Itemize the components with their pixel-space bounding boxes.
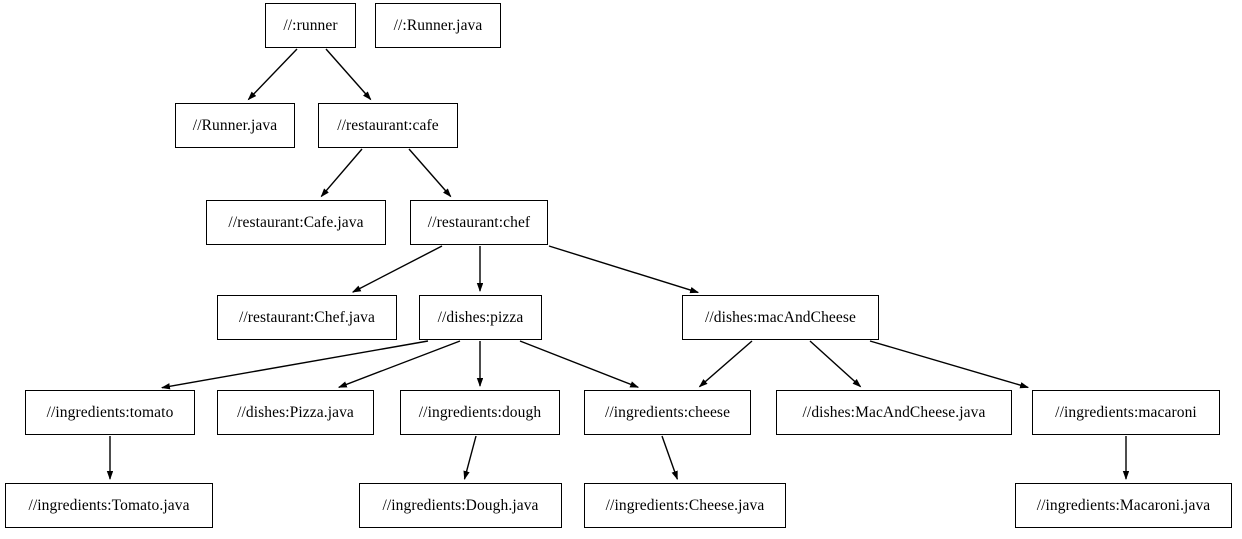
graph-node-label: //dishes:pizza: [437, 308, 524, 326]
graph-node-root_runner_java[interactable]: //:Runner.java: [375, 3, 501, 48]
graph-node-label: //ingredients:Cheese.java: [605, 496, 765, 514]
graph-node-label: //:runner: [283, 16, 338, 34]
graph-node-ingredients_dough_java[interactable]: //ingredients:Dough.java: [359, 483, 562, 528]
graph-node-label: //ingredients:Dough.java: [382, 496, 539, 514]
graph-node-restaurant_cafe_java[interactable]: //restaurant:Cafe.java: [206, 200, 386, 245]
graph-node-label: //ingredients:Tomato.java: [28, 496, 190, 514]
graph-node-label: //ingredients:dough: [418, 403, 542, 421]
graph-node-runner[interactable]: //:runner: [265, 3, 356, 48]
graph-node-ingredients_tomato[interactable]: //ingredients:tomato: [25, 390, 195, 435]
graph-node-label: //restaurant:Cafe.java: [228, 213, 364, 231]
graph-node-ingredients_cheese_java[interactable]: //ingredients:Cheese.java: [584, 483, 786, 528]
graph-node-label: //dishes:MacAndCheese.java: [802, 403, 986, 421]
graph-node-restaurant_chef[interactable]: //restaurant:chef: [410, 200, 548, 245]
graph-node-dishes_pizza[interactable]: //dishes:pizza: [419, 295, 542, 340]
graph-node-ingredients_cheese[interactable]: //ingredients:cheese: [584, 390, 751, 435]
graph-node-runner_java[interactable]: //Runner.java: [175, 103, 295, 148]
graph-node-restaurant_chef_java[interactable]: //restaurant:Chef.java: [217, 295, 397, 340]
graph-node-label: //dishes:Pizza.java: [237, 403, 354, 421]
graph-node-label: //:Runner.java: [393, 16, 483, 34]
graph-node-dishes_pizza_java[interactable]: //dishes:Pizza.java: [217, 390, 374, 435]
graph-node-label: //dishes:macAndCheese: [704, 308, 857, 326]
graph-node-dishes_macandcheese_java[interactable]: //dishes:MacAndCheese.java: [776, 390, 1012, 435]
graph-node-label: //ingredients:macaroni: [1055, 403, 1197, 421]
graph-node-ingredients_tomato_java[interactable]: //ingredients:Tomato.java: [5, 483, 213, 528]
graph-node-ingredients_macaroni_java[interactable]: //ingredients:Macaroni.java: [1015, 483, 1232, 528]
graph-node-label: //ingredients:Macaroni.java: [1036, 496, 1211, 514]
graph-node-label: //Runner.java: [192, 116, 278, 134]
graph-node-restaurant_cafe[interactable]: //restaurant:cafe: [318, 103, 458, 148]
graph-node-label: //restaurant:Chef.java: [238, 308, 376, 326]
graph-node-ingredients_macaroni[interactable]: //ingredients:macaroni: [1032, 390, 1220, 435]
graph-node-label: //restaurant:cafe: [337, 116, 439, 134]
graph-node-label: //ingredients:tomato: [46, 403, 174, 421]
graph-node-ingredients_dough[interactable]: //ingredients:dough: [400, 390, 560, 435]
graph-node-label: //restaurant:chef: [427, 213, 531, 231]
graph-node-label: //ingredients:cheese: [604, 403, 731, 421]
graph-node-dishes_macandcheese[interactable]: //dishes:macAndCheese: [682, 295, 879, 340]
